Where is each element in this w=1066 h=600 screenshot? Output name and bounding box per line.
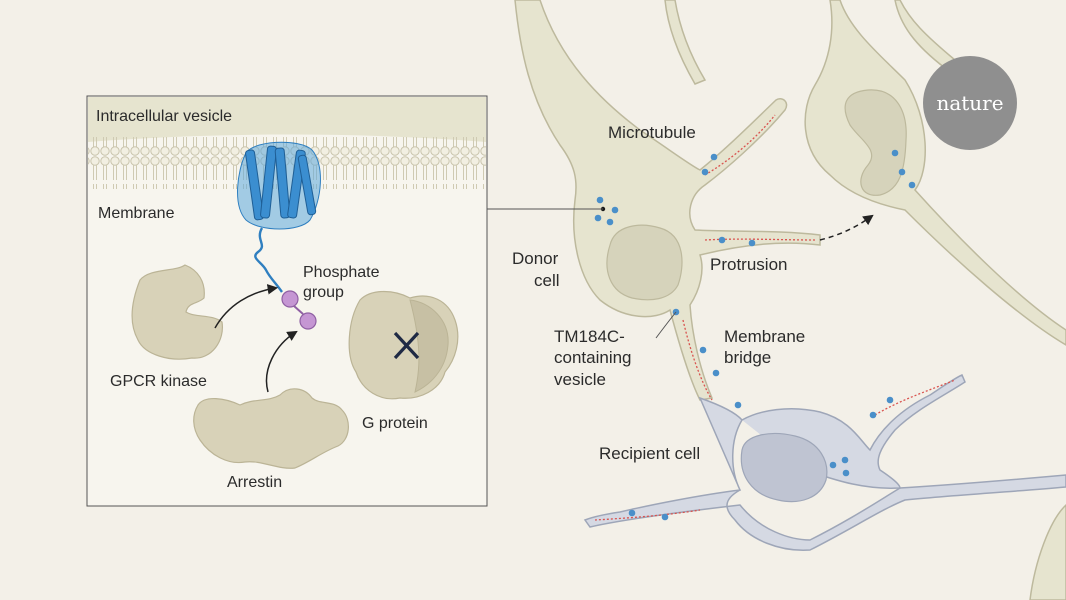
label-g-protein: G protein bbox=[362, 415, 428, 432]
label-tm184c-line3: vesicle bbox=[554, 370, 606, 389]
label-recipient-cell: Recipient cell bbox=[599, 444, 700, 463]
vesicle-dot bbox=[596, 196, 604, 204]
logo-text: nature bbox=[936, 91, 1003, 115]
movement-arrow bbox=[819, 214, 874, 241]
vesicle-dot bbox=[891, 149, 899, 157]
vesicle-dot bbox=[606, 218, 614, 226]
top-right-cell bbox=[804, 0, 1066, 346]
label-microtubule: Microtubule bbox=[608, 123, 696, 142]
arrestin-icon bbox=[193, 388, 349, 469]
label-tm184c-line2: containing bbox=[554, 348, 632, 367]
label-tm184c-line1: TM184C- bbox=[554, 327, 625, 346]
tm184c-leader bbox=[655, 311, 677, 339]
vesicle-dot bbox=[898, 168, 906, 176]
label-phosphate-line1: Phosphate bbox=[303, 264, 380, 281]
label-arrestin: Arrestin bbox=[227, 474, 282, 491]
vesicle-dot bbox=[611, 206, 619, 214]
label-donor-line1: Donor bbox=[512, 249, 559, 268]
label-protrusion: Protrusion bbox=[710, 255, 787, 274]
label-gpcr-kinase: GPCR kinase bbox=[110, 373, 207, 390]
vesicle-dot bbox=[594, 214, 602, 222]
label-bridge-line1: Membrane bbox=[724, 327, 805, 346]
gpcr-kinase-icon bbox=[131, 264, 223, 360]
label-donor-line2: cell bbox=[534, 271, 560, 290]
recipient-cell bbox=[583, 374, 1066, 551]
kinase-arrow bbox=[214, 284, 279, 329]
label-membrane: Membrane bbox=[98, 205, 175, 222]
nature-logo: nature bbox=[923, 56, 1017, 150]
phosphate-group-icon bbox=[299, 312, 317, 330]
inset-panel: Intracellular vesicle Membrane Phosphate… bbox=[86, 95, 488, 507]
blocked-x-icon bbox=[393, 331, 420, 360]
gpcr-receptor-icon bbox=[237, 141, 321, 293]
phosphate-group-icon bbox=[281, 290, 299, 308]
right-edge-cell bbox=[1029, 503, 1066, 600]
inset-title: Intracellular vesicle bbox=[96, 108, 232, 125]
label-phosphate-line2: group bbox=[303, 284, 344, 301]
arrestin-arrow bbox=[265, 330, 298, 393]
vesicle-dot bbox=[908, 181, 916, 189]
label-bridge-line2: bridge bbox=[724, 348, 771, 367]
